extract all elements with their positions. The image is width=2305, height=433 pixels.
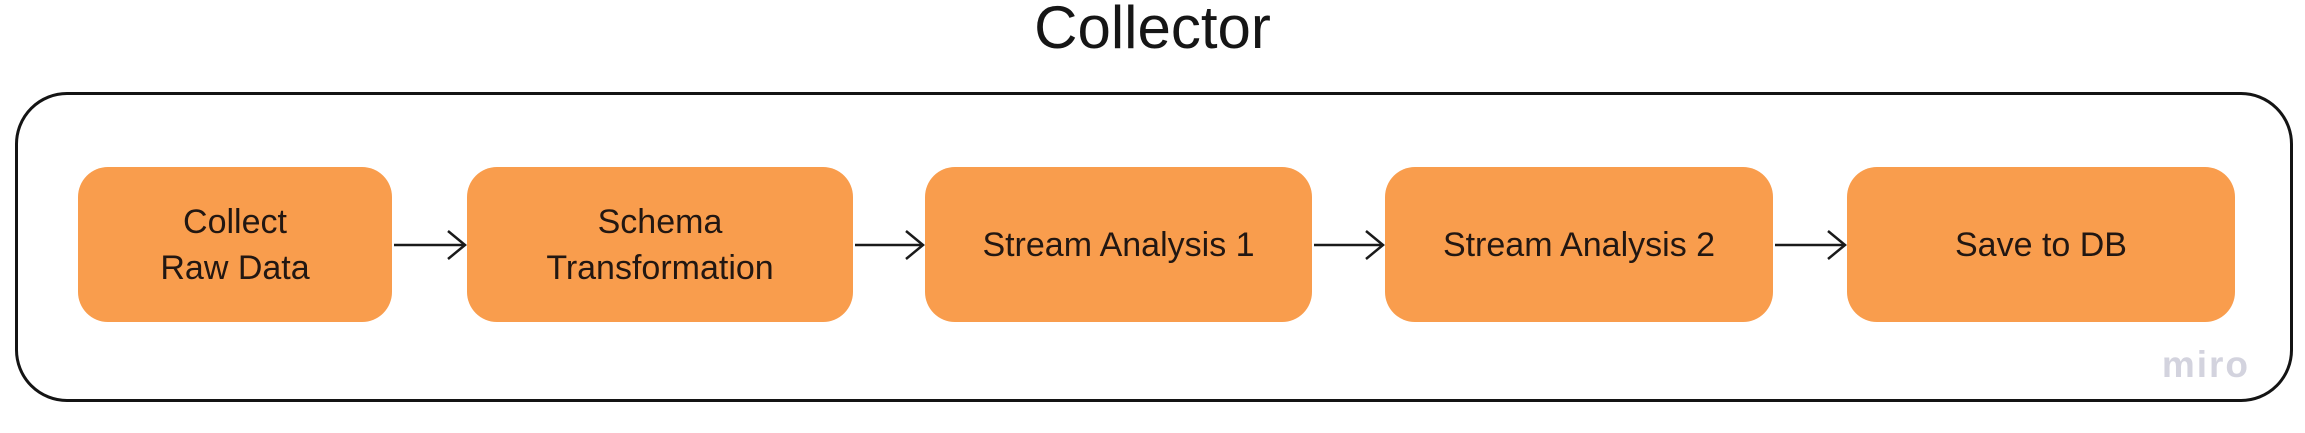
diagram-title: Collector bbox=[1034, 0, 1271, 61]
node-stream-analysis-1: Stream Analysis 1 bbox=[925, 167, 1312, 322]
node-label: Save to DB bbox=[1955, 225, 2127, 264]
node-collect-raw-data: Collect Raw Data bbox=[78, 167, 392, 322]
node-label: Stream Analysis 2 bbox=[1442, 225, 1716, 264]
node-label: Stream Analysis 1 bbox=[982, 225, 1255, 264]
node-save-to-db: Save to DB bbox=[1847, 167, 2235, 322]
miro-watermark: miro bbox=[2161, 344, 2250, 385]
node-label: Schema Transformation bbox=[546, 202, 774, 287]
node-schema-transformation: Schema Transformation bbox=[467, 167, 853, 322]
node-stream-analysis-2: Stream Analysis 2 bbox=[1385, 167, 1773, 322]
node-label: Collect Raw Data bbox=[160, 202, 310, 287]
